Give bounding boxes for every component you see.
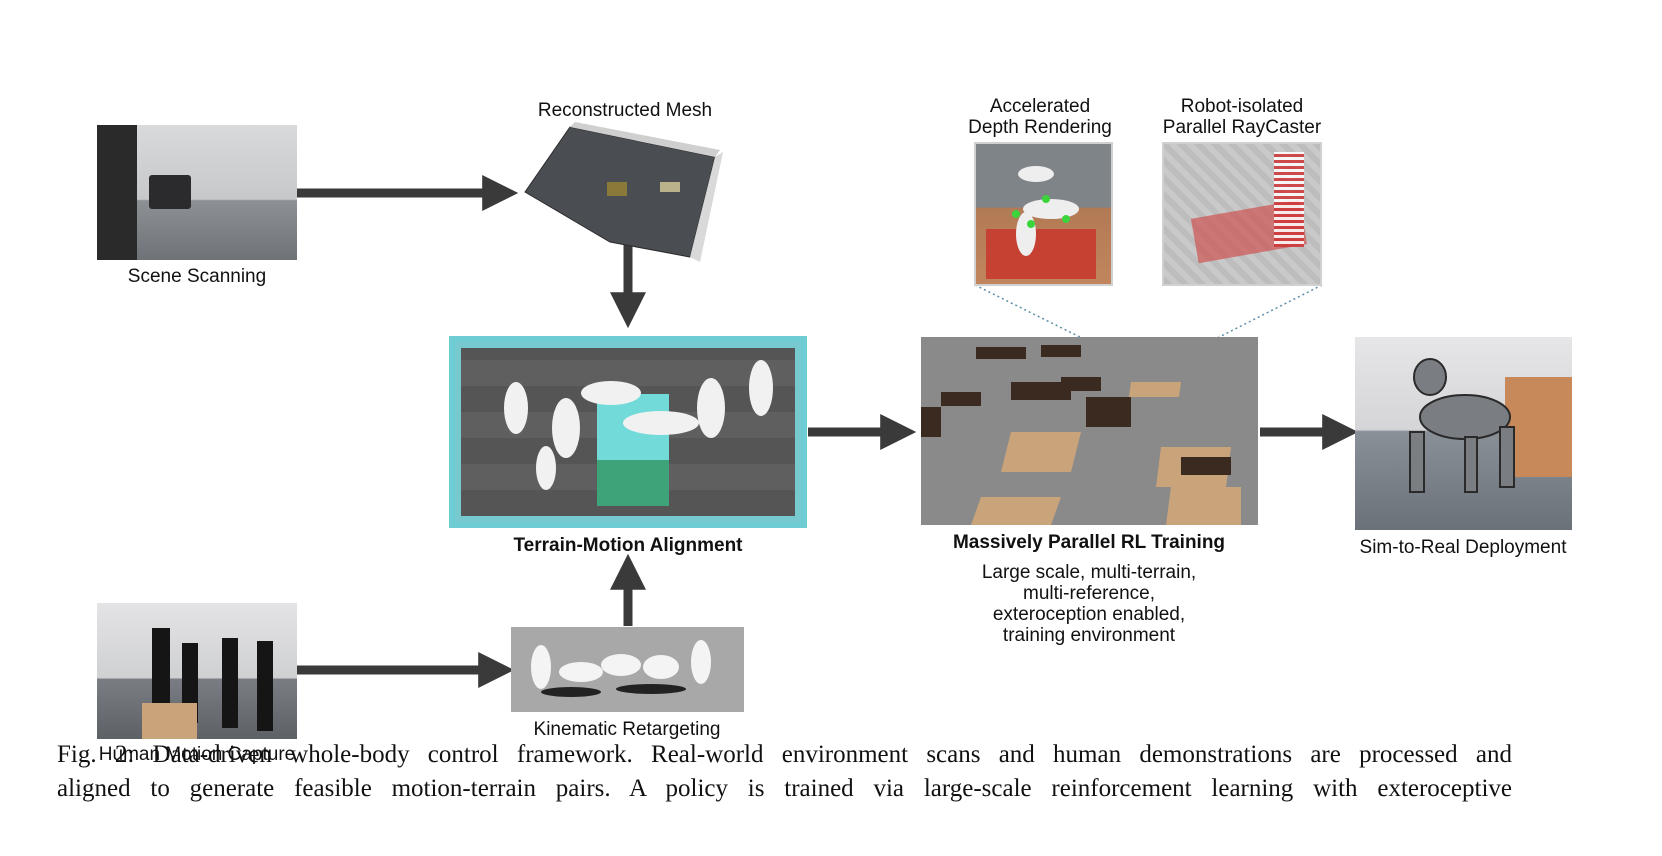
sim-to-real-photo <box>1355 337 1572 530</box>
reconstructed-mesh-label: Reconstructed Mesh <box>537 100 713 121</box>
scene-scanning-photo <box>97 125 297 260</box>
rl-desc-line4: training environment <box>1002 625 1176 646</box>
rl-desc-line3: exteroception enabled, <box>992 604 1186 625</box>
terrain-motion-alignment-label: Terrain-Motion Alignment <box>513 535 743 556</box>
rl-training-image <box>921 337 1258 525</box>
human-motion-capture-label: Human Motion Capture <box>98 744 296 765</box>
rl-training-label: Massively Parallel RL Training <box>952 532 1226 553</box>
scene-scanning-label: Scene Scanning <box>127 266 267 287</box>
person-silhouette <box>97 125 137 260</box>
tablet-shape <box>149 175 191 209</box>
reconstructed-mesh-image <box>524 122 723 262</box>
human-motion-capture-photo <box>97 603 297 739</box>
rl-desc-line1: Large scale, multi-terrain, <box>981 562 1197 583</box>
humanoid-robot <box>1409 358 1515 493</box>
raycaster-robot-stripes <box>1274 152 1304 247</box>
depth-red-floor <box>986 229 1096 279</box>
parallel-raycaster-image <box>1162 142 1322 286</box>
sim-to-real-label: Sim-to-Real Deployment <box>1359 537 1567 558</box>
dotted-link-depth <box>974 284 1091 343</box>
accelerated-depth-image <box>974 142 1113 286</box>
mocap-actors <box>142 628 273 739</box>
caption-line-2: aligned to generate feasible motion-terr… <box>57 775 1512 802</box>
retarget-figures <box>531 640 711 697</box>
caption-line-1: Fig. 2: Data-driven whole-body control f… <box>57 741 1512 768</box>
accelerated-depth-label-line1: Accelerated <box>989 96 1091 117</box>
rl-desc-line2: multi-reference, <box>1023 583 1155 604</box>
robot-isolated-label-line2: Parallel RayCaster <box>1162 117 1322 138</box>
rl-terrains <box>921 345 1241 525</box>
human-figures <box>504 360 773 490</box>
deploy-cabinet <box>1505 377 1572 477</box>
kinematic-retargeting-label: Kinematic Retargeting <box>533 719 721 740</box>
figure-caption: Fig. 2: Data-driven whole-body control f… <box>57 738 1512 806</box>
robot-isolated-label-line1: Robot-isolated <box>1180 96 1304 117</box>
kinematic-retargeting-image <box>511 627 744 712</box>
depth-robot-figure <box>1012 166 1079 256</box>
terrain-motion-alignment-image <box>449 336 807 528</box>
accelerated-depth-label-line2: Depth Rendering <box>968 117 1112 138</box>
